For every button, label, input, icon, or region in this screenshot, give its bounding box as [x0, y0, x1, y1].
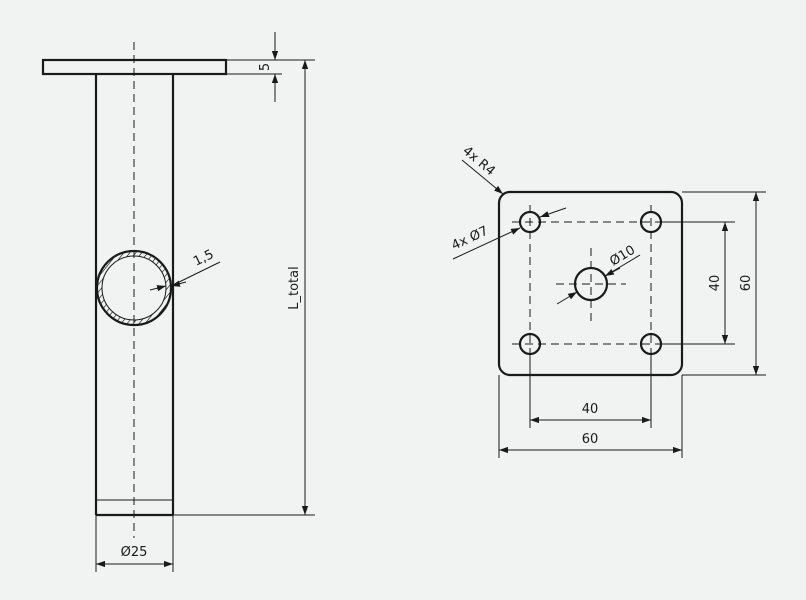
side-view [41, 42, 228, 538]
mounting-hole-tr [639, 210, 663, 234]
plate-width-dimension: 60 [498, 375, 683, 458]
tube-diameter-dimension: Ø25 [95, 515, 174, 572]
hole-callout: 4x Ø7 [449, 207, 567, 260]
plate-height-label: 60 [739, 275, 754, 292]
flange-thickness-label: 5 [258, 63, 273, 71]
center-hole-dimension: Ø10 [556, 243, 641, 305]
total-length-label: L_total [287, 266, 302, 309]
hole-spacing-horizontal-label: 40 [582, 402, 599, 417]
hole-spacing-vertical-dimension: 40 [662, 221, 735, 345]
hole-spacing-horizontal-dimension: 40 [529, 354, 652, 428]
center-hole [573, 266, 609, 302]
tube-body [94, 74, 175, 517]
flange-thickness-dimension: 5 [226, 32, 315, 102]
top-view [497, 190, 684, 377]
plate-height-dimension: 60 [682, 191, 766, 376]
tube-diameter-label: Ø25 [121, 545, 148, 560]
mounting-hole-tl [518, 210, 542, 234]
corner-radius-callout: 4x R4 [459, 144, 504, 195]
hole-callout-label: 4x Ø7 [449, 224, 490, 254]
plate-width-label: 60 [582, 432, 599, 447]
total-length-dimension: L_total [173, 60, 315, 516]
hole-spacing-vertical-label: 40 [708, 275, 723, 292]
base-plate-outline [497, 190, 684, 377]
wall-thickness-label: 1,5 [191, 247, 216, 270]
wall-thickness-dimension: 1,5 [149, 247, 221, 292]
